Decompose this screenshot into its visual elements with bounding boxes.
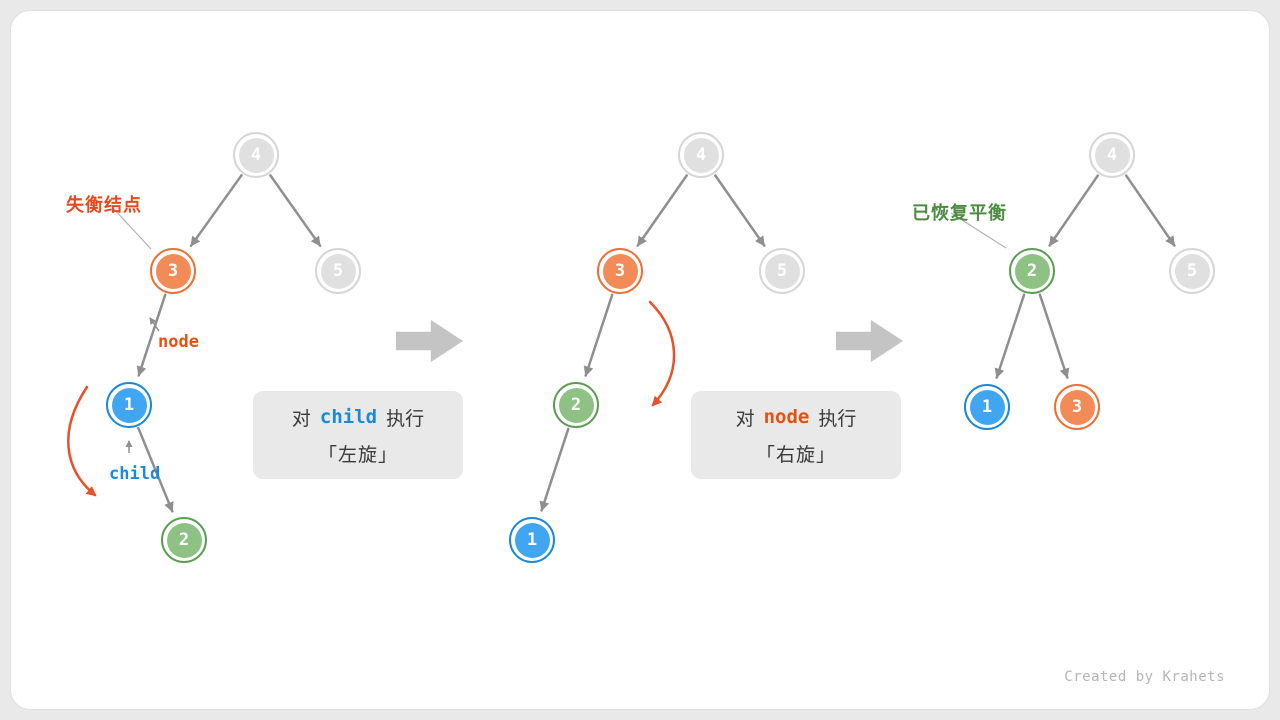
node-value: 3 — [1059, 389, 1095, 425]
step2-action: 「右旋」 — [755, 444, 836, 466]
step1-line1: 对 child 执行 — [292, 404, 424, 431]
node-value: 1 — [514, 522, 550, 558]
tree-before: 4 3 5 1 2 — [11, 11, 1269, 709]
tree-before-node-1: 1 — [106, 382, 152, 428]
tree-middle-edge-4-5 — [714, 174, 766, 247]
step2-line1: 对 node 执行 — [736, 404, 857, 431]
rebalanced-label: 已恢复平衡 — [912, 203, 1007, 223]
step2-prefix: 对 — [735, 408, 755, 430]
tree-after-node-1: 1 — [964, 384, 1010, 430]
step2-suffix: 执行 — [818, 408, 857, 430]
node-value: 3 — [155, 253, 191, 289]
diagram-overlay — [67, 174, 1176, 513]
node-value: 4 — [683, 137, 719, 173]
node-value: 2 — [558, 387, 594, 423]
node-value: 5 — [320, 253, 356, 289]
tree-before-edge-4-3 — [189, 174, 243, 248]
tree-before-node-5: 5 — [315, 248, 361, 294]
tree-after: 4 2 5 1 3 — [11, 11, 1269, 709]
tree-after-edge-4-2 — [1048, 174, 1100, 247]
step1-arrow-icon — [396, 319, 463, 363]
step1-keyword: child — [319, 406, 378, 428]
node-value: 2 — [1014, 253, 1050, 289]
step1-suffix: 执行 — [386, 408, 425, 430]
step2-arrow-icon — [836, 319, 903, 363]
node-value: 1 — [969, 389, 1005, 425]
child-ref-label: child — [109, 464, 161, 484]
tree-before-node-2: 2 — [161, 517, 207, 563]
tree-before-node-4: 4 — [233, 132, 279, 178]
node-ref-label: node — [158, 332, 199, 352]
node-label-arrow-icon — [149, 317, 160, 332]
tree-middle-edge-4-3 — [636, 174, 688, 247]
node-value: 3 — [602, 253, 638, 289]
tree-middle-edge-3-2 — [583, 293, 614, 377]
tree-middle-node-3: 3 — [597, 248, 643, 294]
node-value: 1 — [111, 387, 147, 423]
rotate-right-arrow-icon — [648, 300, 676, 407]
node-value: 5 — [1174, 253, 1210, 289]
tree-after-node-2: 2 — [1009, 248, 1055, 294]
step1-caption: 对 child 执行 「左旋」 — [253, 391, 463, 479]
step1-action: 「左旋」 — [317, 444, 398, 466]
unbalanced-label: 失衡结点 — [66, 195, 142, 215]
step2-keyword: node — [763, 406, 810, 428]
tree-before-edge-4-5 — [269, 174, 322, 247]
tree-after-edge-4-5 — [1124, 174, 1176, 247]
node-value: 5 — [764, 253, 800, 289]
tree-middle: 4 3 5 2 1 — [11, 11, 1269, 709]
tree-after-node-5: 5 — [1169, 248, 1215, 294]
tree-middle-edge-2-1 — [539, 427, 570, 512]
node-value: 4 — [238, 137, 274, 173]
step2-caption: 对 node 执行 「右旋」 — [691, 391, 901, 479]
tree-middle-node-1: 1 — [509, 517, 555, 563]
tree-after-edge-2-3 — [1038, 293, 1070, 379]
tree-before-node-3: 3 — [150, 248, 196, 294]
step1-prefix: 对 — [291, 408, 311, 430]
tree-middle-node-5: 5 — [759, 248, 805, 294]
rotate-left-arrow-icon — [67, 385, 97, 497]
tree-after-node-3: 3 — [1054, 384, 1100, 430]
tree-middle-node-2: 2 — [553, 382, 599, 428]
credit: Created by Krahets — [1064, 669, 1225, 685]
tree-after-edge-2-1 — [994, 293, 1026, 379]
node-value: 4 — [1094, 137, 1130, 173]
tree-middle-node-4: 4 — [678, 132, 724, 178]
tree-after-node-4: 4 — [1089, 132, 1135, 178]
node-value: 2 — [166, 522, 202, 558]
